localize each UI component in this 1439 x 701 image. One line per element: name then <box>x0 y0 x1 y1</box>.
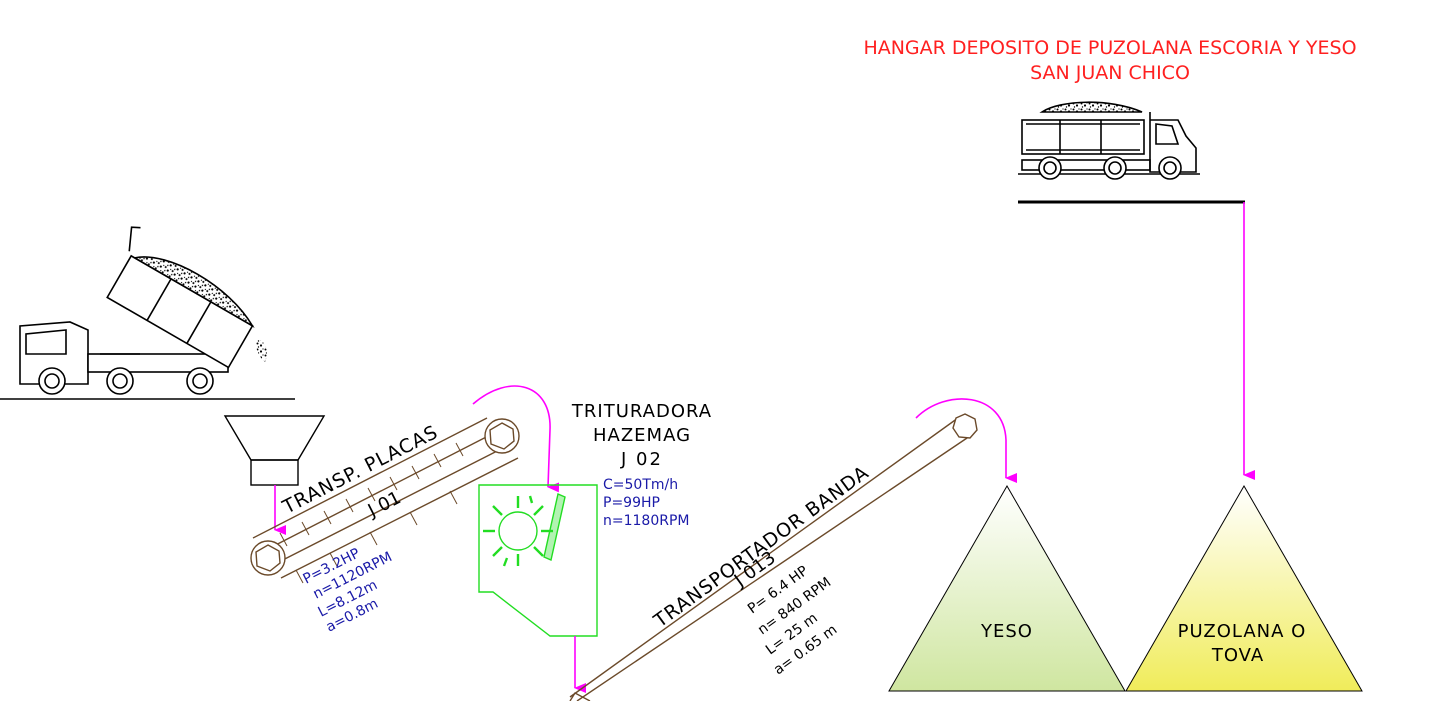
flow-arrow-j01-to-crusher <box>472 385 560 493</box>
puzolana-pile <box>1125 484 1363 692</box>
crusher-name-2: HAZEMAG <box>593 425 691 446</box>
puzolana-label-line-1: PUZOLANA O <box>1178 621 1307 642</box>
puzolana-label-line-2: TOVA <box>1211 645 1264 666</box>
crusher-name-1: TRITURADORA <box>571 401 712 422</box>
conveyor-j01-name: TRANSP. PLACAS <box>278 421 442 519</box>
crusher-spec-power: P=99HP <box>603 495 660 511</box>
dump-truck-icon <box>0 226 295 400</box>
truck-icon <box>1018 101 1200 180</box>
yeso-label: YESO <box>980 621 1033 642</box>
title-line-2: SAN JUAN CHICO <box>1030 62 1190 84</box>
hammer-crusher-icon <box>478 484 598 637</box>
conveyor-j01-belt <box>250 417 520 579</box>
crusher-spec-capacity: C=50Tm/h <box>603 477 678 493</box>
title-line-1: HANGAR DEPOSITO DE PUZOLANA ESCORIA Y YE… <box>863 37 1356 59</box>
hopper-icon <box>223 415 326 486</box>
flow-arrow-j013-to-yeso <box>915 398 1017 483</box>
crusher-code: J 02 <box>620 449 663 470</box>
conveyor-j013-belt <box>569 413 978 701</box>
yeso-pile <box>888 484 1126 692</box>
crusher-spec-rpm: n=1180RPM <box>603 513 689 529</box>
conveyor-j01-cleats <box>279 442 464 584</box>
